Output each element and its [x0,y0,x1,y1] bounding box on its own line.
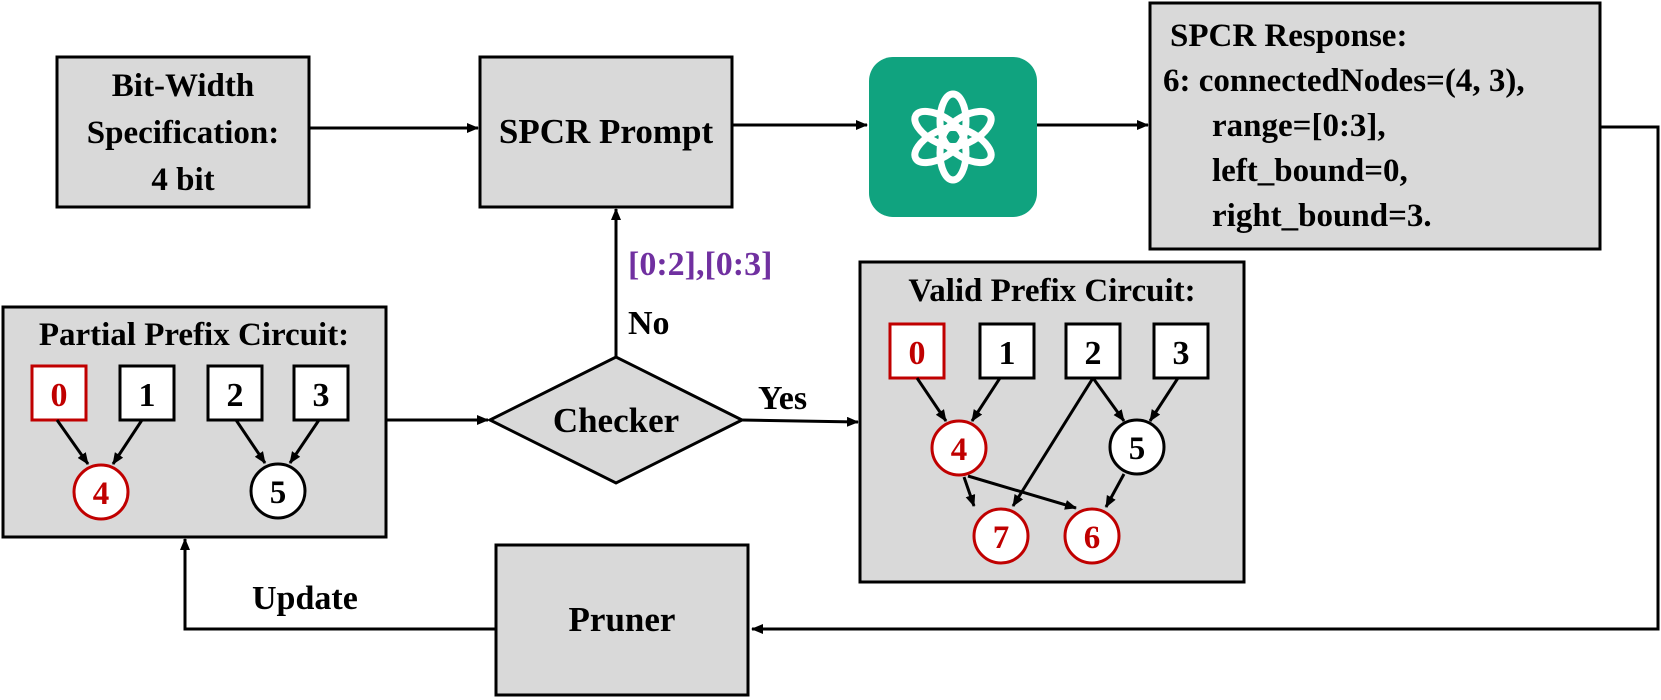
partial-node-label: 5 [270,475,287,511]
valid-circuit-title: Valid Prefix Circuit: [908,273,1195,309]
valid-edge [970,377,1002,422]
arrow-pruner-to-partial [180,538,496,631]
prompt-label: SPCR Prompt [499,112,714,151]
partial-input-label: 1 [139,377,156,414]
partial-input-label: 0 [51,377,68,414]
valid-node [972,507,1030,565]
partial-edge [55,419,90,465]
response-line-3: left_bound=0, [1212,153,1408,189]
valid-circuit-box: Valid Prefix Circuit: 0 1 2 3 4 5 7 6 [858,260,1246,584]
yes-label: Yes [758,380,807,417]
valid-input-label: 1 [999,335,1016,372]
pruner-box: Pruner [494,543,750,697]
partial-edge [288,419,321,464]
response-line-2: range=[0:3], [1212,108,1386,144]
partial-input-box [292,364,350,422]
valid-input-label: 2 [1085,335,1102,372]
partial-node [72,463,130,521]
valid-input-label: 0 [909,335,926,372]
valid-edge [1091,377,1126,422]
openai-logo-icon [869,57,1037,217]
update-label: Update [252,580,358,617]
valid-node [1063,507,1121,565]
arrow-checker-to-valid [741,416,859,427]
valid-edge [1104,473,1126,508]
partial-input-label: 2 [227,377,244,414]
partial-node-label: 4 [93,476,110,512]
valid-node-label: 4 [951,432,968,468]
checker-diamond: Checker [486,355,746,485]
valid-node-label: 5 [1129,431,1146,467]
partial-node [249,462,307,520]
valid-edge [962,476,976,507]
partial-edge [234,419,267,464]
response-line-1: 6: connectedNodes=(4, 3), [1163,63,1525,99]
partial-input-box [118,364,176,422]
range-label: [0:2],[0:3] [628,246,772,283]
response-line-4: right_bound=3. [1212,198,1432,234]
valid-edge [1011,377,1095,507]
prompt-box: SPCR Prompt [478,55,734,209]
partial-edge [111,419,144,465]
valid-node [1108,418,1166,476]
valid-input-label: 3 [1173,335,1190,372]
response-box: SPCR Response: 6: connectedNodes=(4, 3),… [1148,1,1602,251]
checker-label: Checker [553,401,679,440]
spec-line-2: Specification: [87,115,279,151]
valid-input-box [978,322,1036,380]
spec-line-3: 4 bit [151,162,214,198]
valid-node [930,419,988,477]
partial-input-box [30,364,88,422]
valid-edge [967,474,1077,510]
valid-input-box [1152,322,1210,380]
spec-line-1: Bit-Width [112,68,254,104]
valid-edge [915,377,948,422]
valid-node-label: 6 [1084,520,1101,556]
pruner-label: Pruner [569,600,676,639]
partial-circuit-title: Partial Prefix Circuit: [39,317,349,353]
valid-node-label: 7 [993,520,1010,556]
no-label: No [628,305,670,342]
partial-input-label: 3 [313,377,330,414]
partial-circuit-box: Partial Prefix Circuit: 0 1 2 3 4 5 [1,305,388,539]
arrow-response-to-pruner [751,125,1660,634]
response-title: SPCR Response: [1170,18,1407,54]
spec-box: Bit-Width Specification: 4 bit [55,55,311,209]
valid-input-box [1064,322,1122,380]
partial-input-box [206,364,264,422]
valid-edge [1148,377,1180,422]
